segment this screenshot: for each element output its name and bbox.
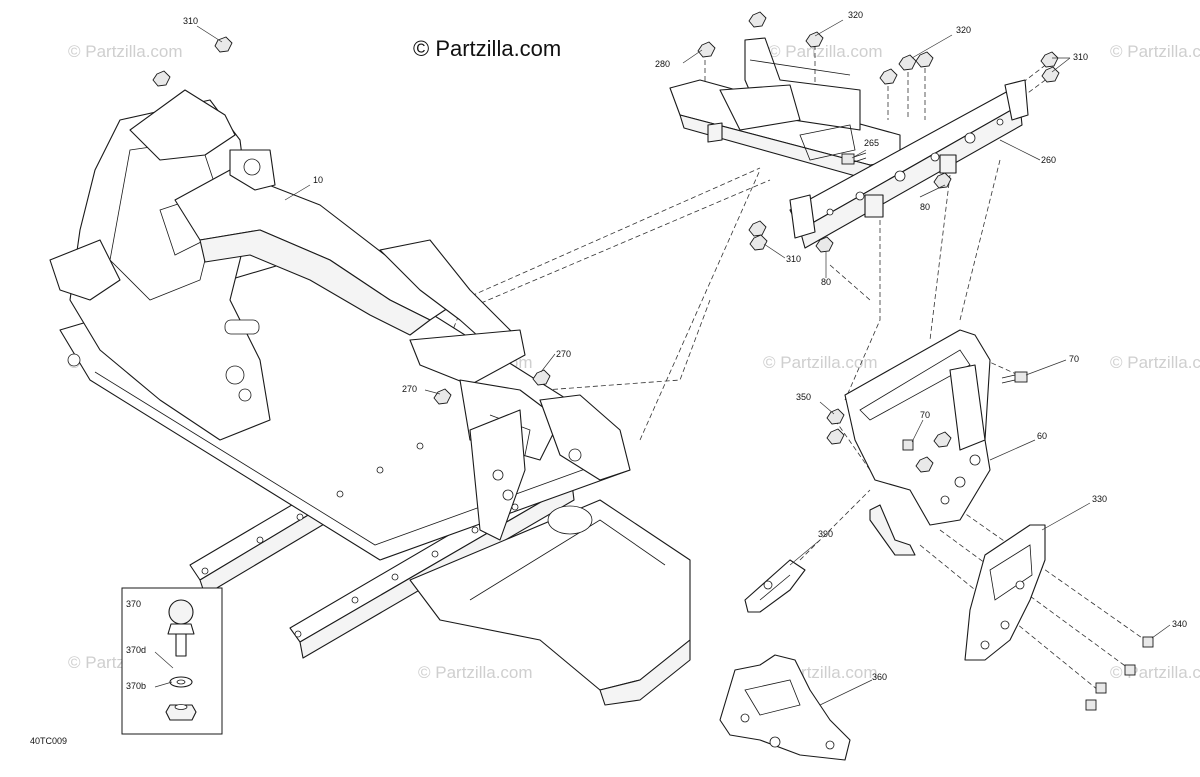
- nut-group-310-top: [152, 36, 233, 87]
- hitch-ball-inset: [121, 587, 223, 735]
- callout-370b: 370b: [126, 681, 146, 691]
- callout-60: 60: [1037, 431, 1047, 441]
- bolt-265: [841, 152, 867, 165]
- callout-10: 10: [313, 175, 323, 185]
- bracket-330: [964, 524, 1046, 661]
- callout-80: 80: [821, 277, 831, 287]
- callout-270: 270: [402, 384, 417, 394]
- rear-crossmember-assembly: [669, 37, 1029, 249]
- callout-310: 310: [1073, 52, 1088, 62]
- callout-350: 350: [796, 392, 811, 402]
- callout-80: 80: [920, 202, 930, 212]
- watermark-text: © Partzilla.com: [763, 353, 878, 372]
- callout-320: 320: [956, 25, 971, 35]
- nut-group-270: [433, 369, 551, 405]
- callout-370: 370: [126, 599, 141, 609]
- callout-260: 260: [1041, 155, 1056, 165]
- fastener-group-60: [826, 371, 1028, 473]
- callout-280: 280: [655, 59, 670, 69]
- diagram-code: 40TC009: [30, 736, 67, 746]
- callout-360: 360: [872, 672, 887, 682]
- callout-310: 310: [183, 16, 198, 26]
- callout-310: 310: [786, 254, 801, 264]
- callout-70: 70: [920, 410, 930, 420]
- callout-320: 320: [848, 10, 863, 20]
- callout-leaders: [196, 19, 1171, 706]
- main-frame-assembly: [49, 89, 691, 706]
- nut-group-crossmember: [697, 11, 1060, 253]
- watermark-text: © Partzilla.com: [1110, 663, 1200, 682]
- callout-330: 330: [1092, 494, 1107, 504]
- callout-265: 265: [864, 138, 879, 148]
- bracket-60: [844, 329, 991, 556]
- bolt-group-340: [1085, 636, 1154, 711]
- bracket-360: [719, 654, 851, 761]
- callout-270: 270: [556, 349, 571, 359]
- callout-390: 390: [818, 529, 833, 539]
- watermark-text: © Partzilla.com: [1110, 353, 1200, 372]
- watermark-text: © Partzilla.com: [1110, 42, 1200, 61]
- callout-labels: 310 320 320 280 310 10 265 260 80 310 80…: [126, 10, 1187, 691]
- watermark-text: © Partzilla.com: [68, 42, 183, 61]
- watermark-text: © Partzilla.com: [768, 42, 883, 61]
- watermark-text: © Partzilla.com: [418, 663, 533, 682]
- callout-370d: 370d: [126, 645, 146, 655]
- copyright-brand: © Partzilla.com: [413, 36, 561, 61]
- plate-390: [744, 559, 806, 613]
- callout-70: 70: [1069, 354, 1079, 364]
- callout-340: 340: [1172, 619, 1187, 629]
